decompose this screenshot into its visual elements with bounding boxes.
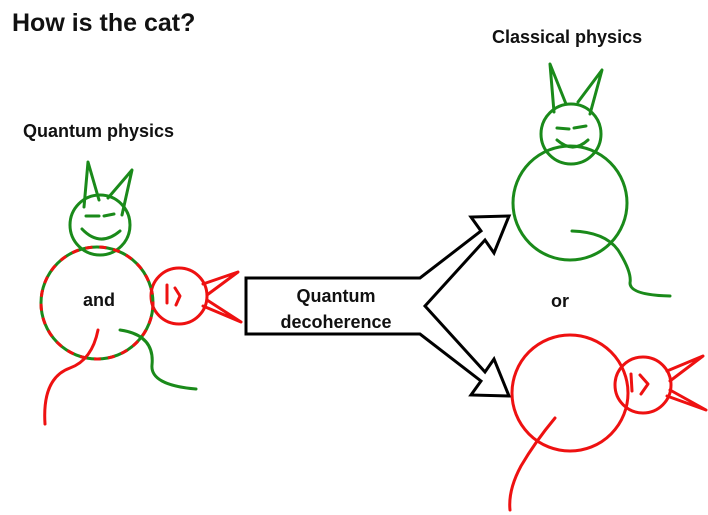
classical-physics-label: Classical physics — [492, 27, 643, 47]
decoherence-line-2: decoherence — [280, 312, 392, 332]
page-title: How is the cat? — [12, 9, 196, 37]
decoherence-line-1: Quantum — [296, 286, 376, 306]
quantum-physics-label: Quantum physics — [23, 121, 175, 141]
and-label: and — [83, 290, 116, 310]
classical-dead-cat-icon — [508, 333, 708, 512]
decoherence-label: Quantum decoherence — [265, 283, 407, 335]
quantum-dead-cat-icon — [43, 266, 243, 426]
classical-alive-cat-icon — [511, 62, 672, 298]
superposed-body-icon — [39, 245, 155, 361]
quantum-alive-cat-icon — [68, 160, 198, 391]
or-label: or — [551, 291, 569, 311]
split-arrow-icon — [244, 214, 512, 398]
